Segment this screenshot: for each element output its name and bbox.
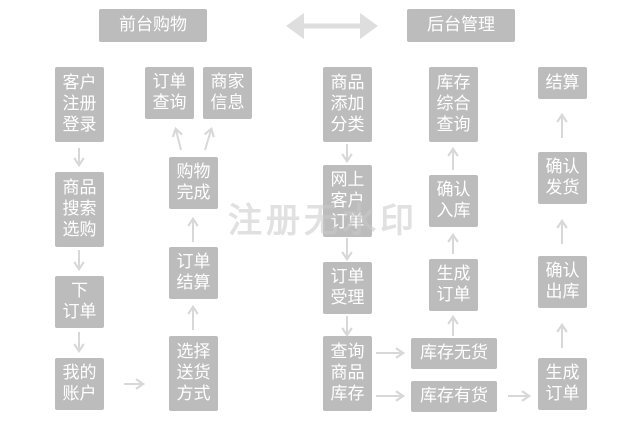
node-gen-order-a: 生成 订单 [429, 259, 478, 311]
back-management-header: 后台管理 [407, 9, 515, 42]
node-merchant: 商家 信息 [203, 67, 252, 119]
node-gen-order-b: 生成 订单 [538, 358, 587, 410]
node-checkout: 订单 结算 [169, 247, 218, 299]
node-order: 下 订单 [55, 276, 104, 328]
node-inventory-query: 库存 综合 查询 [429, 67, 478, 142]
arrow-done-orderquery [171, 126, 183, 151]
node-out-of-stock: 库存无货 [411, 338, 497, 369]
node-stock-query: 查询 商品 库存 [323, 336, 372, 411]
front-shopping-header: 前台购物 [99, 9, 207, 42]
node-account: 我的 账户 [55, 358, 104, 410]
node-confirm-ship: 确认 发货 [538, 152, 587, 204]
arrow-done-merchant [203, 126, 215, 151]
node-register: 客户 注册 登录 [55, 67, 104, 142]
node-online-order: 网上 客户 订单 [323, 165, 372, 237]
node-search: 商品 搜索 选购 [55, 172, 104, 247]
node-add-category: 商品 添加 分类 [323, 67, 372, 142]
node-order-query: 订单 查询 [145, 67, 194, 119]
node-in-stock: 库存有货 [411, 381, 497, 412]
node-confirm-in: 确认 入库 [429, 175, 478, 227]
node-settle: 结算 [538, 67, 587, 99]
watermark: 注册无水印 [228, 201, 418, 241]
node-confirm-out: 确认 出库 [538, 256, 587, 308]
node-order-accept: 订单 受理 [323, 262, 372, 314]
node-shipping: 选择 送货 方式 [169, 336, 218, 411]
node-purchase-done: 购物 完成 [169, 157, 218, 209]
double-arrow-icon [286, 13, 378, 39]
